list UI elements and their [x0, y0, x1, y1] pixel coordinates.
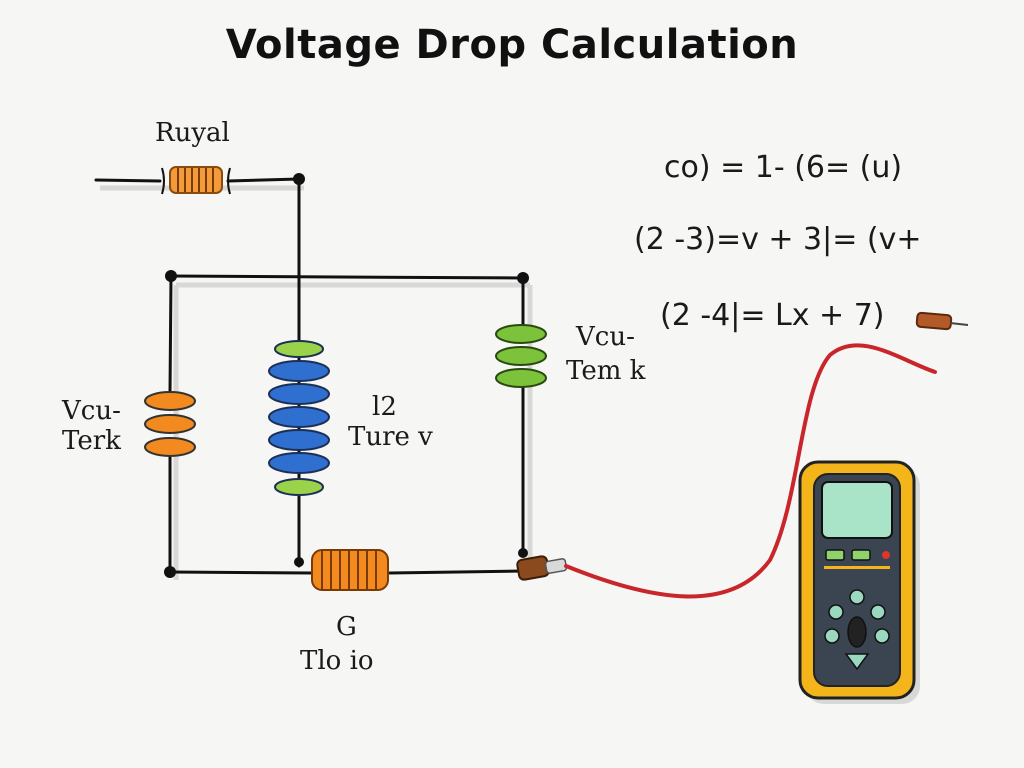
wire-top-left: [94, 178, 162, 183]
multimeter-icon: [798, 460, 920, 704]
diagram-title: Voltage Drop Calculation: [225, 22, 799, 68]
equation-2: (2 -3)=v + 3|= (v+: [634, 222, 922, 257]
bottom-resistor-label-line2: Tlo io: [300, 646, 374, 676]
wire-top-rail: [169, 274, 525, 280]
probe-wire: [564, 343, 937, 599]
bottom-resistor: [311, 549, 389, 591]
middle-component-label-line2: Ture v: [348, 422, 433, 452]
left-component: [144, 391, 196, 457]
left-component-label-line2: Terk: [62, 426, 121, 456]
middle-coil: [268, 340, 330, 496]
equation-3: (2 -4|= Lx + 7): [660, 298, 885, 333]
right-component: [495, 324, 547, 388]
middle-component-label-line1: l2: [372, 392, 397, 422]
equation-1: co) = 1- (6= (u): [664, 150, 903, 185]
wire-shadows: [100, 185, 533, 580]
right-component-label-line1: Vcu-: [576, 322, 635, 352]
wire-bottom-left: [168, 570, 314, 575]
wire-top-right: [226, 177, 301, 183]
left-component-label-line1: Vcu-: [62, 396, 121, 426]
probe-tip-icon: [915, 311, 969, 331]
probe-connector: [516, 555, 568, 581]
right-component-label-line2: Tem k: [566, 356, 646, 386]
wire-left-upper: [168, 274, 173, 394]
junction-dots: [164, 173, 529, 578]
bottom-resistor-label-line1: G: [336, 612, 357, 642]
top-resistor-label: Ruyal: [155, 118, 230, 148]
top-resistor: [161, 166, 231, 195]
wire-bottom-right: [388, 569, 525, 575]
